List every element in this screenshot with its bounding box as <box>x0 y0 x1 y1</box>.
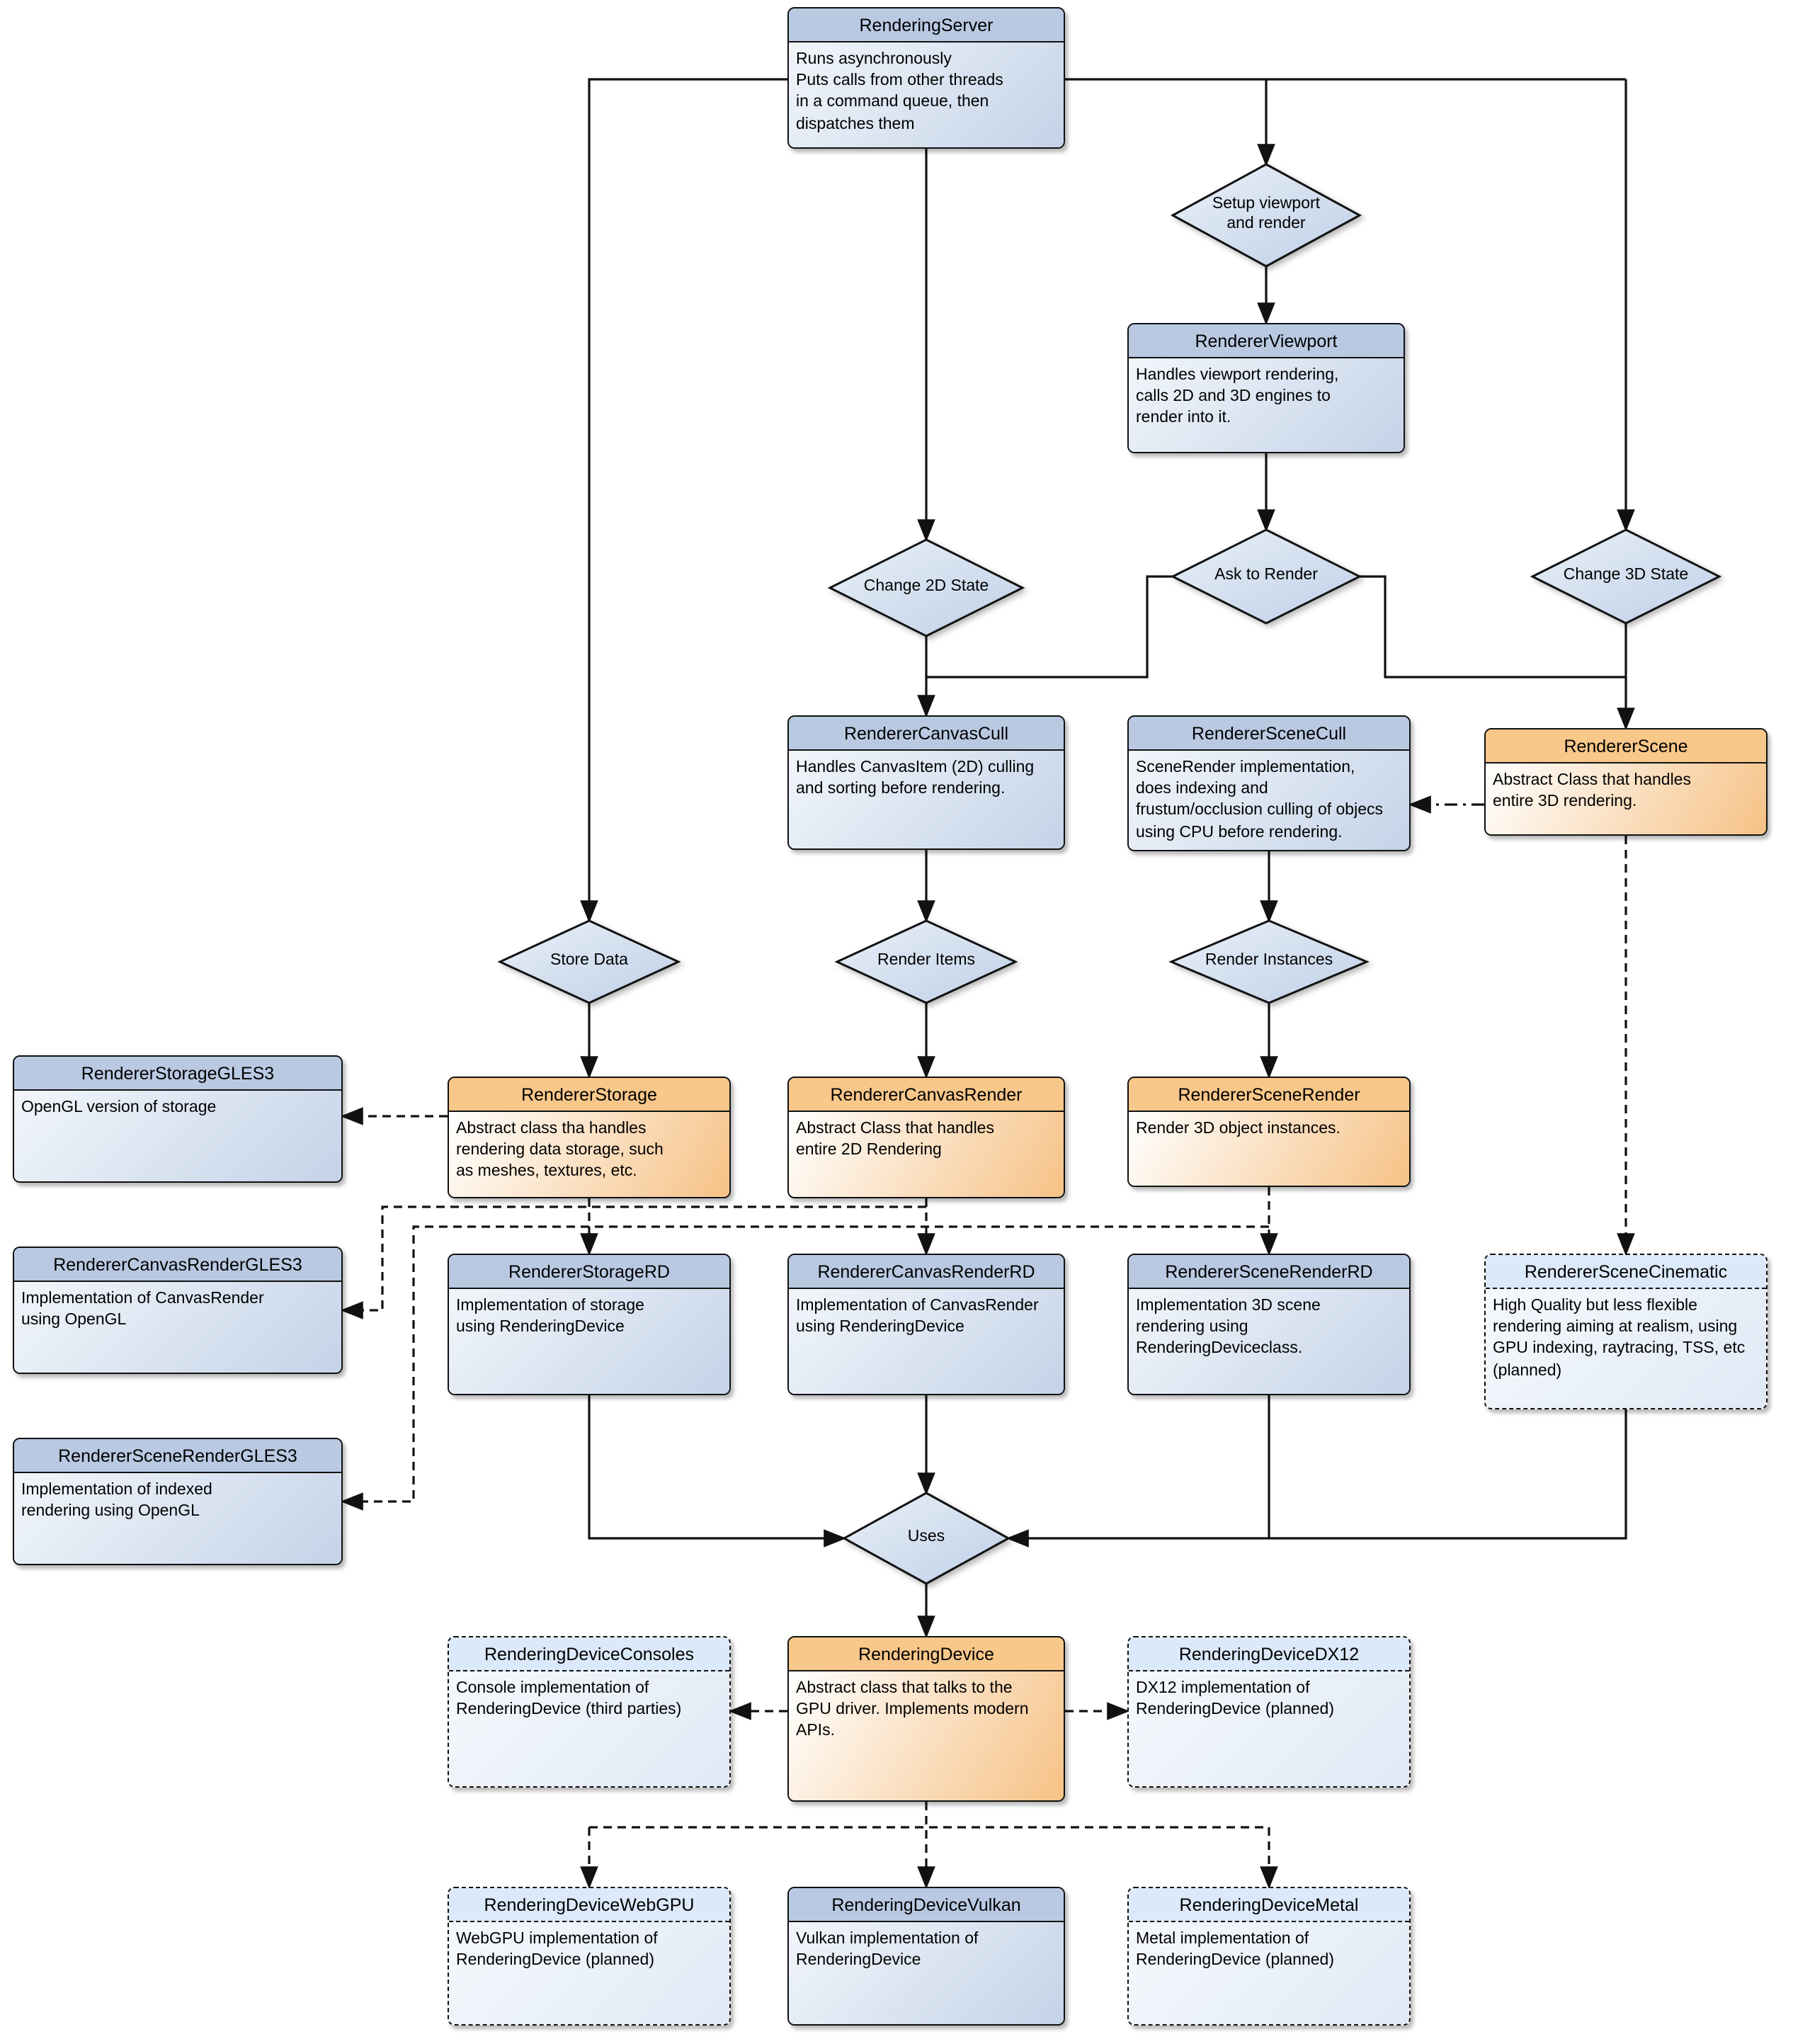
node-renderer-scene-cinematic: RendererSceneCinematic High Quality but … <box>1484 1254 1768 1409</box>
node-renderer-canvas-render: RendererCanvasRender Abstract Class that… <box>787 1077 1065 1198</box>
node-title: RendererStorage <box>449 1078 729 1112</box>
node-title: RenderingDeviceMetal <box>1129 1888 1409 1922</box>
node-body: Implementation of CanvasRender using Ren… <box>789 1289 1064 1394</box>
node-title: RendererCanvasRenderRD <box>789 1255 1064 1289</box>
node-body: OpenGL version of storage <box>14 1091 341 1181</box>
node-body: Abstract class tha handles rendering dat… <box>449 1112 729 1197</box>
node-body: Implementation of indexed rendering usin… <box>14 1473 341 1564</box>
node-title: RendererSceneCinematic <box>1486 1255 1766 1289</box>
node-renderer-storage-gles3: RendererStorageGLES3 OpenGL version of s… <box>13 1055 343 1183</box>
node-rendering-device: RenderingDevice Abstract class that talk… <box>787 1636 1065 1802</box>
node-renderer-canvas-cull: RendererCanvasCull Handles CanvasItem (2… <box>787 715 1065 850</box>
node-title: RendererSceneRenderGLES3 <box>14 1439 341 1473</box>
node-body: SceneRender implementation, does indexin… <box>1129 751 1409 850</box>
node-body: WebGPU implementation of RenderingDevice… <box>449 1922 729 2024</box>
node-title: RendererCanvasRenderGLES3 <box>14 1248 341 1282</box>
node-rendering-device-vulkan: RenderingDeviceVulkan Vulkan implementat… <box>787 1887 1065 2026</box>
node-renderer-canvas-render-gles3: RendererCanvasRenderGLES3 Implementation… <box>13 1247 343 1374</box>
node-renderer-storage: RendererStorage Abstract class tha handl… <box>448 1077 731 1198</box>
node-body: Handles viewport rendering, calls 2D and… <box>1129 358 1404 452</box>
node-title: RendererStorageGLES3 <box>14 1057 341 1091</box>
node-body: Abstract Class that handles entire 2D Re… <box>789 1112 1064 1197</box>
node-title: RendererSceneCull <box>1129 717 1409 751</box>
node-body: Render 3D object instances. <box>1129 1112 1409 1186</box>
node-body: Handles CanvasItem (2D) culling and sort… <box>789 751 1064 848</box>
node-title: RenderingDevice <box>789 1637 1064 1671</box>
node-body: DX12 implementation of RenderingDevice (… <box>1129 1671 1409 1786</box>
node-body: Runs asynchronously Puts calls from othe… <box>789 42 1064 147</box>
node-renderer-viewport: RendererViewport Handles viewport render… <box>1127 323 1405 453</box>
node-body: Abstract Class that handles entire 3D re… <box>1486 763 1766 834</box>
node-rendering-device-metal: RenderingDeviceMetal Metal implementatio… <box>1127 1887 1411 2026</box>
node-rendering-device-consoles: RenderingDeviceConsoles Console implemen… <box>448 1636 731 1788</box>
node-title: RendererScene <box>1486 729 1766 763</box>
node-renderer-storage-rd: RendererStorageRD Implementation of stor… <box>448 1254 731 1395</box>
node-body: Vulkan implementation of RenderingDevice <box>789 1922 1064 2024</box>
node-title: RenderingDeviceVulkan <box>789 1888 1064 1922</box>
node-body: Console implementation of RenderingDevic… <box>449 1671 729 1786</box>
node-body: Metal implementation of RenderingDevice … <box>1129 1922 1409 2024</box>
node-title: RendererViewport <box>1129 324 1404 358</box>
node-title: RendererCanvasRender <box>789 1078 1064 1112</box>
node-body: Abstract class that talks to the GPU dri… <box>789 1671 1064 1800</box>
node-title: RendererSceneRenderRD <box>1129 1255 1409 1289</box>
node-body: Implementation 3D scene rendering using … <box>1129 1289 1409 1394</box>
node-title: RendererSceneRender <box>1129 1078 1409 1112</box>
node-renderer-scene-render-rd: RendererSceneRenderRD Implementation 3D … <box>1127 1254 1411 1395</box>
node-title: RendererCanvasCull <box>789 717 1064 751</box>
node-renderer-canvas-render-rd: RendererCanvasRenderRD Implementation of… <box>787 1254 1065 1395</box>
node-title: RenderingDeviceWebGPU <box>449 1888 729 1922</box>
node-body: High Quality but less flexible rendering… <box>1486 1289 1766 1408</box>
node-title: RenderingServer <box>789 8 1064 42</box>
node-body: Implementation of CanvasRender using Ope… <box>14 1282 341 1373</box>
node-rendering-device-webgpu: RenderingDeviceWebGPU WebGPU implementat… <box>448 1887 731 2026</box>
node-rendering-device-dx12: RenderingDeviceDX12 DX12 implementation … <box>1127 1636 1411 1788</box>
node-title: RenderingDeviceConsoles <box>449 1637 729 1671</box>
node-renderer-scene-cull: RendererSceneCull SceneRender implementa… <box>1127 715 1411 851</box>
node-rendering-server: RenderingServer Runs asynchronously Puts… <box>787 7 1065 149</box>
node-title: RendererStorageRD <box>449 1255 729 1289</box>
node-title: RenderingDeviceDX12 <box>1129 1637 1409 1671</box>
node-renderer-scene-render: RendererSceneRender Render 3D object ins… <box>1127 1077 1411 1187</box>
node-renderer-scene: RendererScene Abstract Class that handle… <box>1484 728 1768 836</box>
node-renderer-scene-render-gles3: RendererSceneRenderGLES3 Implementation … <box>13 1438 343 1565</box>
node-body: Implementation of storage using Renderin… <box>449 1289 729 1394</box>
